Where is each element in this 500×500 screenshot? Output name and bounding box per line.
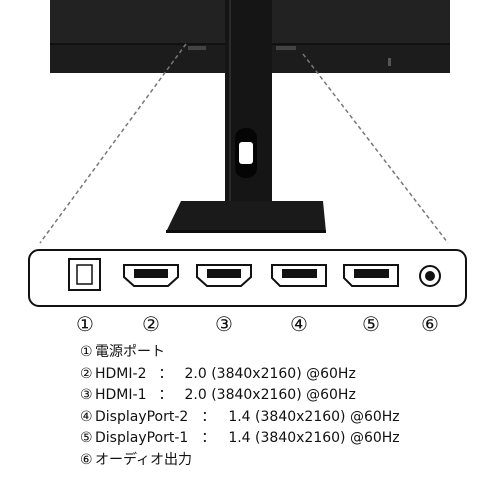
stand-base <box>166 201 326 232</box>
lock-slot <box>388 58 391 66</box>
legend-spec: 1.4 (3840x2160) @60Hz <box>228 408 400 425</box>
port-marker-2: ② <box>142 312 160 336</box>
monitor-stand <box>166 0 326 233</box>
displayport-icon <box>271 264 327 287</box>
legend-spec: 2.0 (3840x2160) @60Hz <box>184 387 356 403</box>
port-marker-4: ④ <box>290 312 308 336</box>
legend-marker: ⑤ <box>80 430 93 446</box>
port-marker-3: ③ <box>215 312 233 336</box>
legend-separator: ： <box>201 430 216 446</box>
legend-separator: ： <box>158 387 173 403</box>
legend-label: DisplayPort-1 <box>95 430 189 446</box>
port-panel <box>28 249 467 307</box>
legend-separator: ： <box>201 408 216 425</box>
port-number-markers: ① ② ③ ④ ⑤ ⑥ <box>76 312 439 336</box>
dc-power-jack-icon <box>68 258 101 291</box>
legend-label: 電源ポート <box>95 344 165 360</box>
legend-spec: 1.4 (3840x2160) @60Hz <box>228 430 400 446</box>
displayport-icon <box>343 264 399 287</box>
callout-lines <box>39 43 449 244</box>
port-marker-6: ⑥ <box>421 312 439 336</box>
legend-marker: ③ <box>80 387 93 403</box>
callout-line-left <box>39 43 187 244</box>
legend-label: HDMI-2 <box>95 365 147 382</box>
legend-marker: ① <box>80 344 93 360</box>
legend-spec: 2.0 (3840x2160) @60Hz <box>184 365 356 382</box>
legend-marker: ⑥ <box>80 451 93 468</box>
legend-label: オーディオ出力 <box>95 451 193 468</box>
audio-jack-icon <box>419 265 441 287</box>
port-marker-1: ① <box>76 312 94 336</box>
port-marker-5: ⑤ <box>362 312 380 336</box>
port-label-strip-right <box>276 46 296 50</box>
cable-hole-opening <box>239 142 253 164</box>
legend-marker: ② <box>80 365 93 382</box>
callout-line-right <box>302 53 449 244</box>
hdmi-port-icon <box>123 264 179 287</box>
legend-marker: ④ <box>80 408 93 425</box>
legend-separator: ： <box>158 365 173 382</box>
hdmi-port-icon <box>196 264 252 287</box>
legend-label: DisplayPort-2 <box>95 408 189 425</box>
port-label-strip-left <box>188 46 206 50</box>
legend-label: HDMI-1 <box>95 387 147 403</box>
